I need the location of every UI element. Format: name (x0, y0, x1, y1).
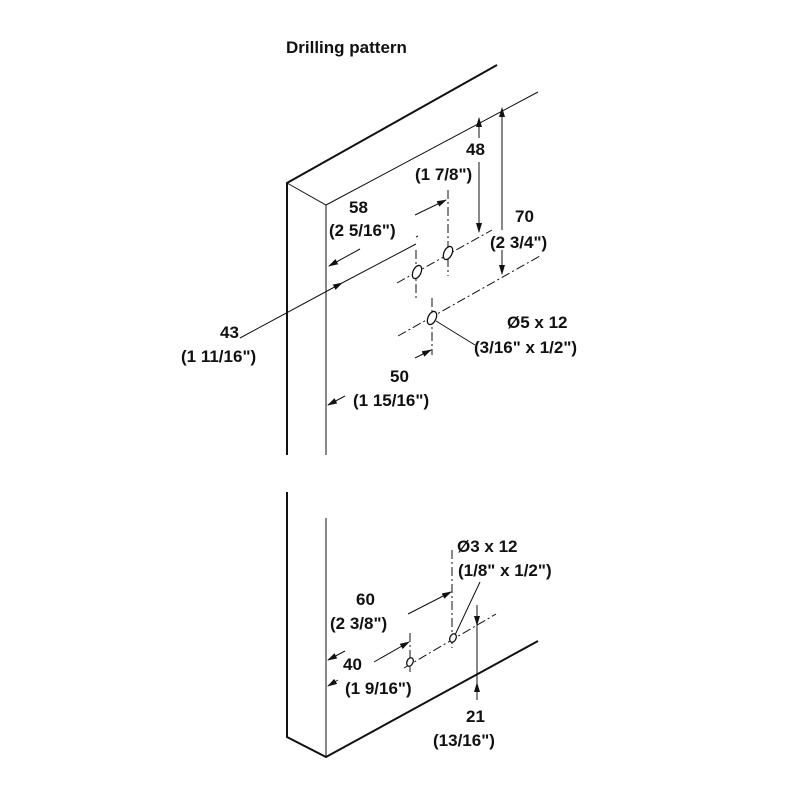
upper-dimension-lines (239, 107, 505, 406)
dim-70-in: (2 3/4") (490, 233, 547, 252)
dim-48-in: (1 7/8") (415, 165, 472, 184)
hole-5-spec-in: (3/16" x 1/2") (474, 338, 577, 357)
lower-dimension-lines (327, 581, 481, 700)
hole-5mm (411, 264, 423, 280)
hole-3mm (406, 657, 414, 667)
dim-60-in: (2 3/8") (330, 614, 387, 633)
dim-60-mm: 60 (356, 590, 375, 609)
dim-40-mm: 40 (343, 655, 362, 674)
dim-58-in: (2 5/16") (329, 221, 396, 240)
hole-5-spec-mm: Ø5 x 12 (507, 313, 568, 332)
hole-3mm (449, 633, 457, 643)
panel-lower (286, 492, 539, 759)
dim-58-mm: 58 (349, 198, 368, 217)
hole-3-spec-in: (1/8" x 1/2") (458, 561, 552, 580)
dim-70-mm: 70 (515, 207, 534, 226)
dim-40-in: (1 9/16") (345, 679, 412, 698)
dim-50-mm: 50 (390, 367, 409, 386)
dim-21-mm: 21 (466, 707, 485, 726)
hole-5mm (442, 245, 454, 261)
dim-21-in: (13/16") (433, 731, 495, 750)
upper-holes (411, 245, 454, 326)
diagram-title: Drilling pattern (286, 38, 407, 57)
dim-43-mm: 43 (220, 323, 239, 342)
hole-5mm (426, 310, 438, 326)
dim-43-in: (1 11/16") (181, 347, 256, 366)
dim-48-mm: 48 (466, 140, 485, 159)
hole-3-spec-mm: Ø3 x 12 (457, 537, 518, 556)
dim-50-in: (1 15/16") (353, 391, 429, 410)
panel-upper (286, 64, 539, 455)
